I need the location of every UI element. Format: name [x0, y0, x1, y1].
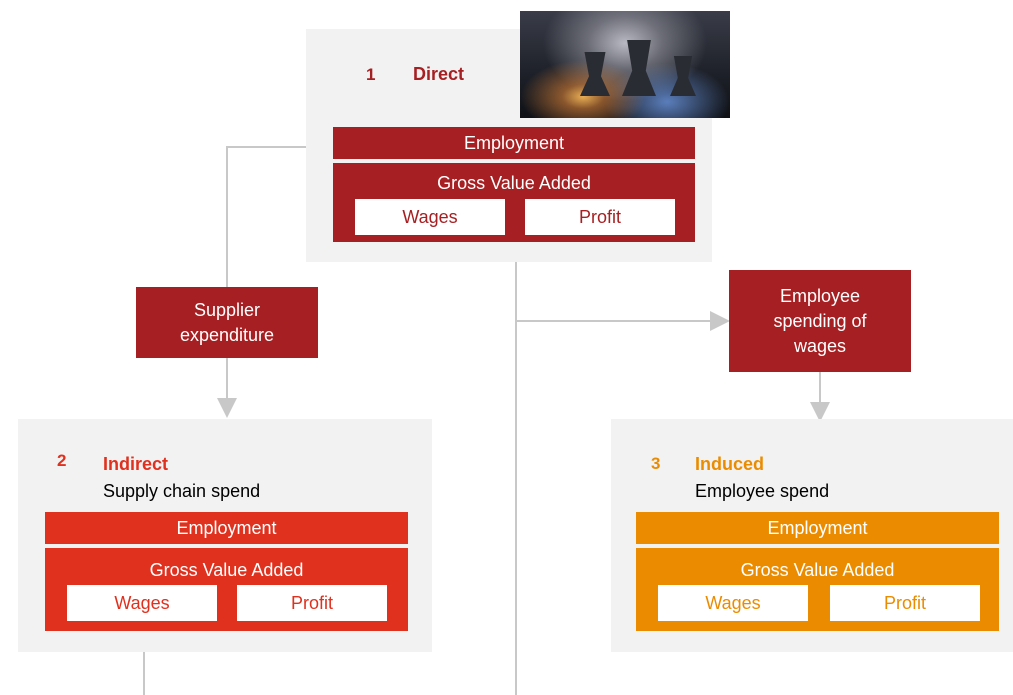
induced-subtitle: Employee spend	[695, 481, 830, 501]
supplier-expenditure-label: Supplier expenditure	[179, 299, 275, 345]
induced-profit-chip: Profit	[830, 585, 980, 621]
employee-spending-line1: Employee	[779, 285, 861, 306]
supplier-expenditure-box: Supplier expenditure	[136, 287, 318, 358]
employee-spending-box: Employee spending of wages	[729, 270, 911, 372]
direct-title: Direct	[413, 64, 465, 84]
indirect-wages-chip: Wages	[67, 585, 217, 621]
indirect-gva-label: Gross Value Added	[149, 560, 304, 580]
induced-employment-bar: Employment	[636, 512, 999, 544]
employee-spending-line2: spending of	[773, 310, 867, 331]
direct-number: 1	[366, 65, 376, 84]
direct-employment-bar: Employment	[333, 127, 695, 159]
indirect-title: Indirect	[103, 454, 169, 474]
direct-gva-label: Gross Value Added	[437, 173, 591, 193]
direct-profit-chip: Profit	[525, 199, 675, 235]
direct-wages-chip: Wages	[355, 199, 505, 235]
indirect-number: 2	[57, 451, 67, 470]
induced-number: 3	[651, 454, 661, 473]
indirect-employment-bar: Employment	[45, 512, 408, 544]
indirect-profit-chip: Profit	[237, 585, 387, 621]
indirect-subtitle: Supply chain spend	[103, 481, 261, 501]
induced-gva-label: Gross Value Added	[740, 560, 895, 580]
employee-spending-line3: wages	[793, 335, 847, 356]
supplier-connector	[226, 146, 306, 287]
induced-wages-chip: Wages	[658, 585, 808, 621]
industrial-plant-photo	[520, 11, 730, 118]
induced-title: Induced	[695, 454, 765, 474]
